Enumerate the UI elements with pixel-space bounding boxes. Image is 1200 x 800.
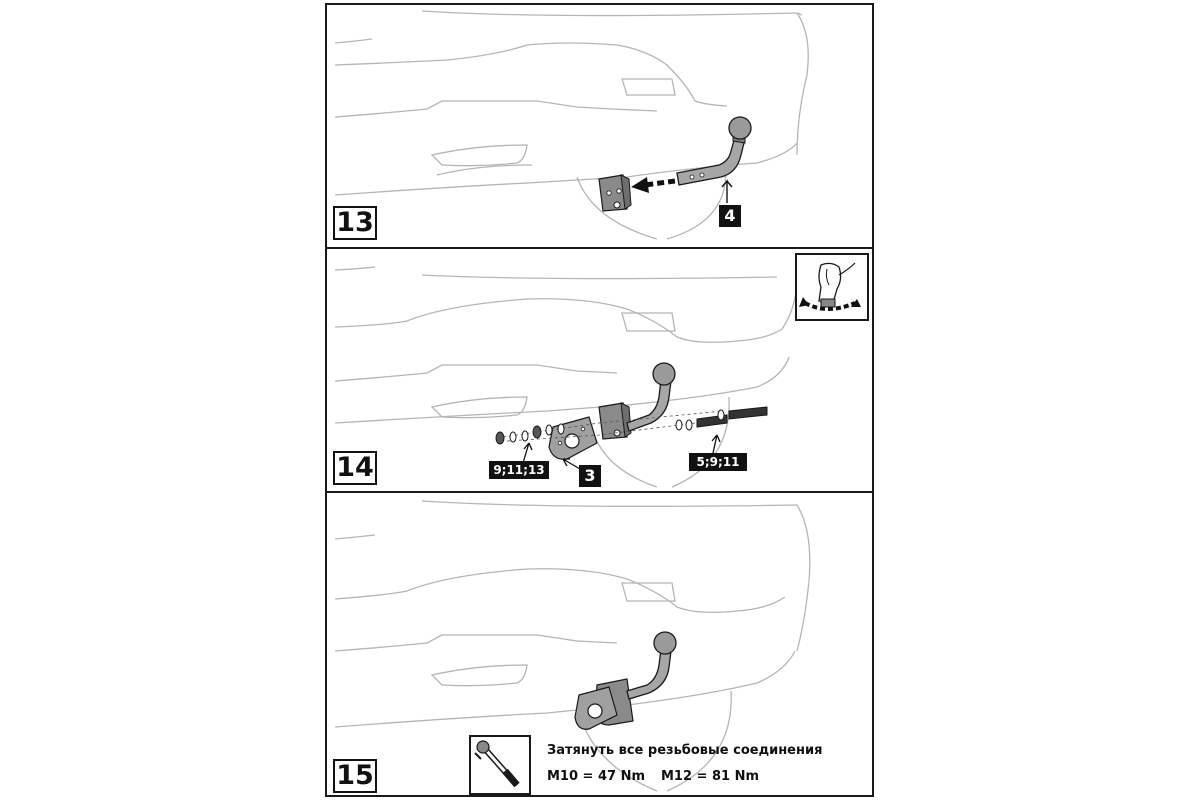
insertion-arrow bbox=[631, 177, 676, 193]
leader-lines bbox=[522, 434, 721, 470]
step-number: 15 bbox=[333, 759, 377, 793]
step-number: 13 bbox=[333, 206, 377, 240]
instruction-sheet: 13 4 bbox=[325, 3, 874, 797]
car-rear-outline bbox=[334, 500, 811, 792]
step-15-illustration bbox=[334, 500, 811, 792]
tow-ball-bar bbox=[676, 116, 752, 186]
step-13-illustration bbox=[334, 10, 809, 240]
right-fasteners bbox=[675, 406, 768, 431]
step-13-panel: 13 4 bbox=[327, 5, 872, 249]
torque-instruction: Затянуть все резьбовые соединения bbox=[547, 743, 823, 758]
step-number: 14 bbox=[333, 451, 377, 485]
torque-wrench-icon bbox=[469, 735, 531, 795]
part-label: 4 bbox=[719, 205, 741, 227]
part-label: 9;11;13 bbox=[489, 461, 549, 479]
tow-ball-bar bbox=[626, 362, 676, 432]
car-rear-outline bbox=[334, 10, 809, 240]
tow-bracket bbox=[598, 402, 632, 440]
part-label: 5;9;11 bbox=[689, 453, 747, 471]
step-15-panel: Затянуть все резьбовые соединения M10 = … bbox=[327, 491, 872, 795]
leader-line bbox=[721, 179, 733, 203]
step-14-illustration bbox=[334, 266, 798, 488]
hand-tighten-icon bbox=[795, 253, 869, 321]
torque-m12: M12 = 81 Nm bbox=[661, 769, 760, 784]
torque-m10: M10 = 47 Nm bbox=[547, 769, 646, 784]
tow-bracket bbox=[598, 174, 632, 212]
part-label: 3 bbox=[579, 465, 601, 487]
installed-towbar bbox=[574, 631, 677, 730]
step-14-panel: 14 9;11;13 3 5;9;11 bbox=[327, 247, 872, 493]
left-fasteners bbox=[495, 423, 565, 445]
